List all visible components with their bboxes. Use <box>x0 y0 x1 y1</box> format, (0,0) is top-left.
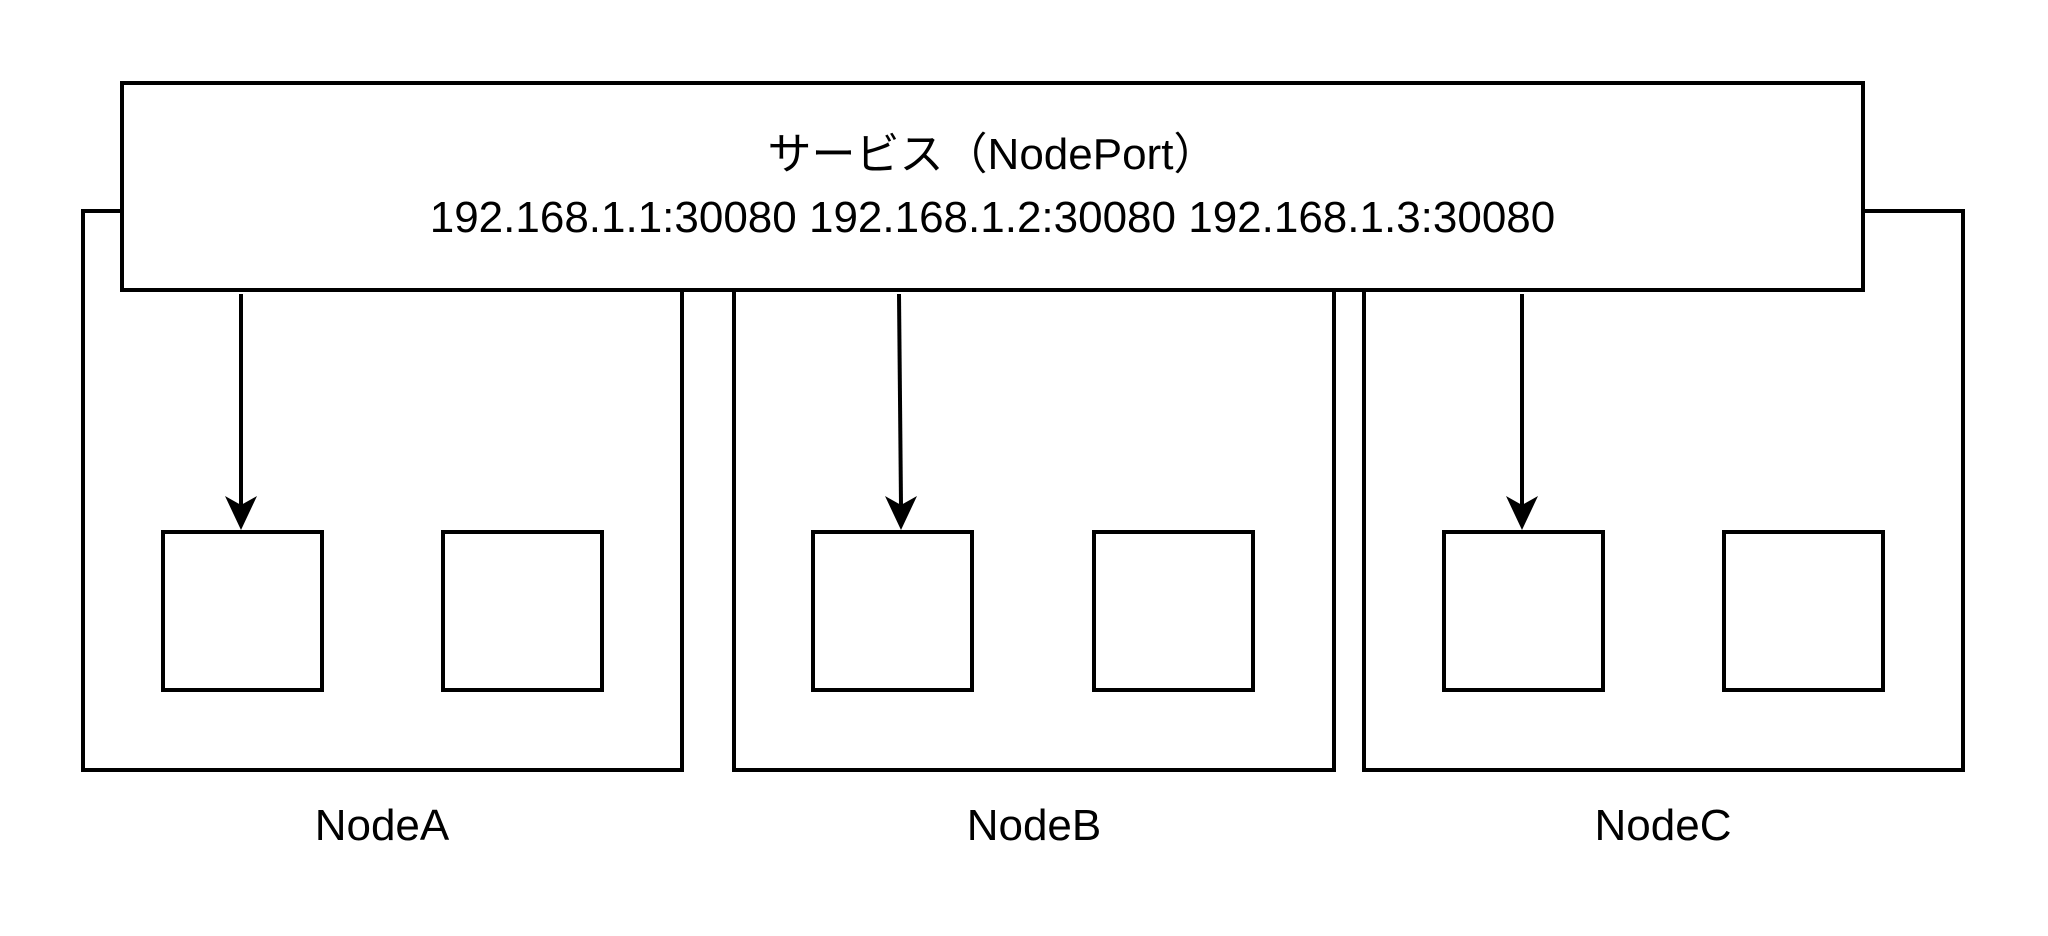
node-c-pod-2 <box>1722 530 1885 692</box>
service-endpoints: 192.168.1.1:30080 192.168.1.2:30080 192.… <box>429 193 1556 242</box>
nodeport-service-box: サービス（NodePort） 192.168.1.1:30080 192.168… <box>120 81 1865 292</box>
node-b-box <box>732 280 1336 772</box>
service-title: サービス（NodePort） <box>767 130 1218 179</box>
node-b-label: NodeB <box>966 801 1102 850</box>
node-a-pod-1 <box>161 530 324 692</box>
node-b-pod-1 <box>811 530 974 692</box>
node-b-pod-2 <box>1092 530 1255 692</box>
node-c-label: NodeC <box>1594 801 1732 850</box>
node-a-label: NodeA <box>314 801 450 850</box>
node-c-pod-1 <box>1442 530 1605 692</box>
node-a-pod-2 <box>441 530 604 692</box>
